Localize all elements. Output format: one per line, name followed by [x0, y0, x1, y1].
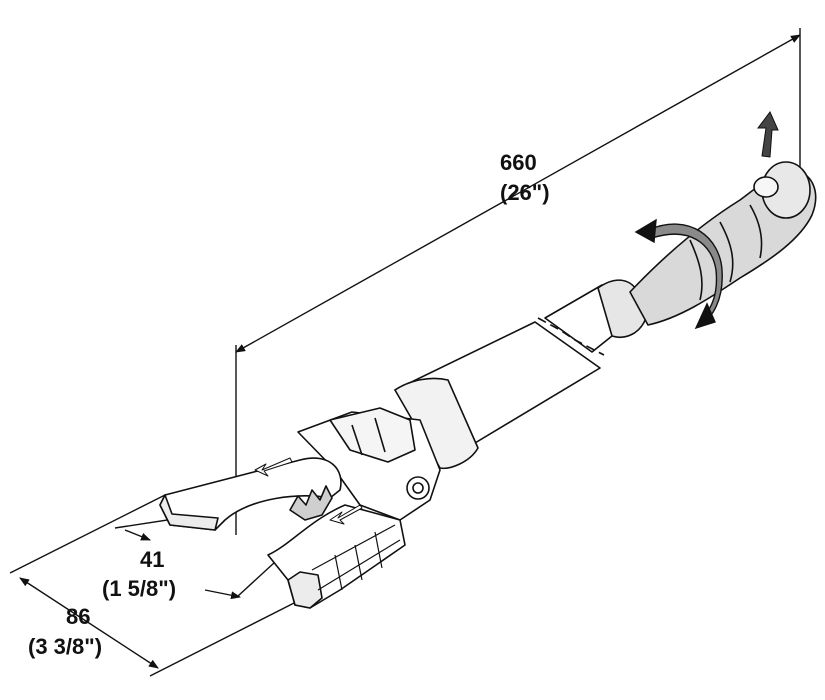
- length-inch-label: (26"): [500, 180, 550, 205]
- jaw-upper-tip: [159, 494, 219, 531]
- width-dimension: [9, 494, 301, 677]
- pivot-screw-inner: [412, 482, 424, 494]
- width-extension-line-right: [149, 599, 301, 677]
- pull-indicator: [757, 111, 779, 158]
- opening-extension-line-right: [237, 561, 276, 597]
- ratchet-gear: [289, 485, 333, 521]
- handle-end-button: [753, 176, 779, 198]
- head-slot-2: [374, 417, 386, 453]
- width-mm-label: 86: [66, 604, 91, 629]
- shaft-collar: [394, 377, 479, 470]
- head-top-bracket: [329, 407, 416, 463]
- width-extension-line-left: [9, 494, 166, 574]
- opening-dimension-arrow-left: [124, 529, 151, 541]
- rotation-indicator: [634, 218, 723, 330]
- width-inch-label: (3 3/8"): [28, 634, 103, 659]
- opening-dimension-arrow-right: [204, 589, 241, 600]
- rotation-arrowhead-top: [634, 218, 657, 244]
- opening-inch-label: (1 5/8"): [102, 576, 177, 601]
- rotation-arrowhead-bottom: [694, 302, 716, 330]
- length-mm-label: 660: [500, 150, 537, 175]
- grip-ridge-3: [749, 204, 763, 259]
- shaft-break-line: [537, 317, 605, 356]
- direction-arrow-lower: [329, 504, 363, 525]
- length-dimension-line: [235, 34, 801, 353]
- grip-ridge-1: [689, 239, 703, 301]
- opening-mm-label: 41: [140, 547, 165, 572]
- width-dimension-line: [19, 577, 159, 669]
- grip-ridge-2: [719, 221, 734, 283]
- jaw-lower-tip: [287, 571, 323, 609]
- jaw-lower-ribs: [311, 524, 401, 591]
- up-arrow-icon: [757, 111, 779, 158]
- direction-arrow-upper: [254, 457, 293, 477]
- wrench: [159, 161, 817, 609]
- head-slot-1: [351, 424, 363, 456]
